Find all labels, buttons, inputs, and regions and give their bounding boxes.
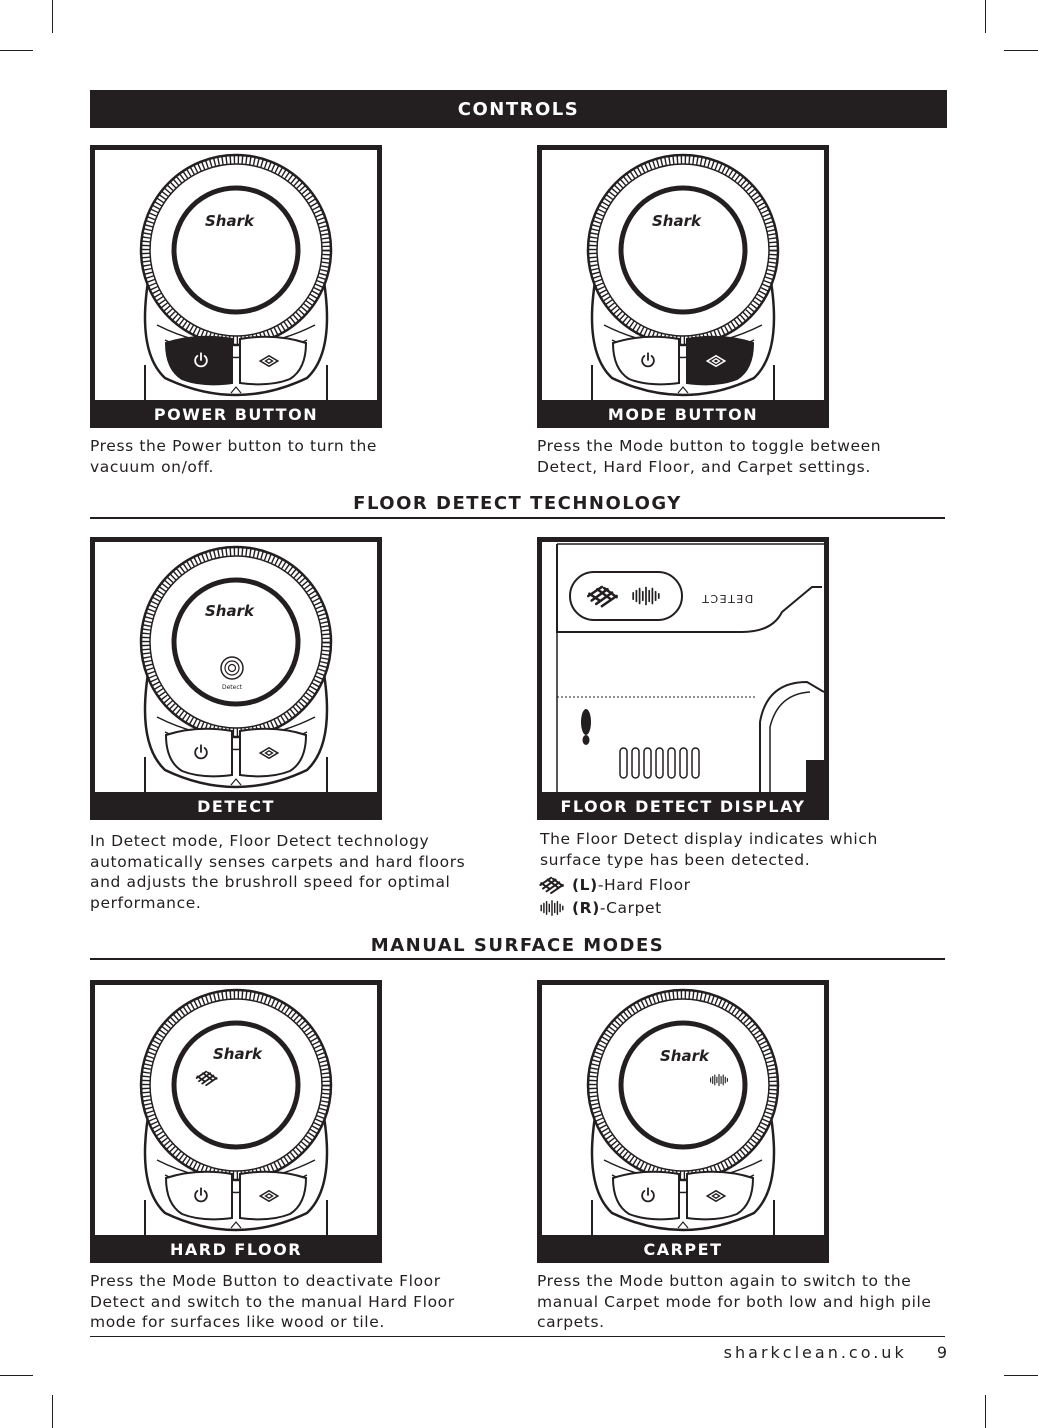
carpet-icon bbox=[538, 899, 566, 917]
crop-mark bbox=[0, 1375, 33, 1376]
manual-modes-section-title: MANUAL SURFACE MODES bbox=[370, 935, 665, 956]
crop-mark bbox=[0, 50, 33, 51]
crop-mark bbox=[1004, 1375, 1038, 1376]
detect-indicator-label: Detect bbox=[222, 684, 243, 691]
vacuum-head-illustration: Shark bbox=[542, 150, 824, 400]
crop-mark bbox=[52, 1395, 53, 1428]
detect-indicator-icon bbox=[220, 656, 244, 680]
floor-detect-section-title: FLOOR DETECT TECHNOLOGY bbox=[353, 493, 682, 514]
mode-button-graphic bbox=[686, 1170, 754, 1221]
brand-logo: Shark bbox=[205, 602, 255, 620]
hard-floor-panel: Shark HARD FLOOR bbox=[90, 980, 382, 1263]
controls-section-title: CONTROLS bbox=[90, 90, 947, 128]
power-button-description: Press the Power button to turn the vacuu… bbox=[90, 437, 378, 476]
power-button-caption: POWER BUTTON bbox=[153, 404, 319, 424]
legend-hard-floor-code: (L) bbox=[572, 876, 598, 894]
brand-logo: Shark bbox=[660, 1047, 710, 1065]
floor-detect-display-caption: FLOOR DETECT DISPLAY bbox=[560, 796, 806, 816]
crop-mark bbox=[985, 0, 986, 33]
power-button-graphic bbox=[165, 727, 233, 778]
page-footer: sharkclean.co.uk 9 bbox=[724, 1343, 948, 1362]
legend-carpet-label: -Carpet bbox=[599, 899, 662, 917]
mode-button-graphic bbox=[239, 1170, 307, 1221]
footprint-icon bbox=[581, 709, 591, 745]
legend-hard-floor: (L) -Hard Floor bbox=[538, 876, 691, 894]
carpet-caption: CARPET bbox=[643, 1239, 723, 1259]
page-number: 9 bbox=[936, 1343, 948, 1362]
brand-logo: Shark bbox=[205, 212, 255, 230]
crop-mark bbox=[1004, 50, 1038, 51]
mode-button-graphic bbox=[686, 335, 754, 386]
vacuum-head-illustration: Shark Detect bbox=[95, 542, 377, 792]
mode-button-caption: MODE BUTTON bbox=[607, 404, 759, 424]
section-divider bbox=[90, 517, 945, 519]
footer-site: sharkclean.co.uk bbox=[723, 1343, 907, 1362]
mode-button-graphic bbox=[239, 727, 307, 778]
mode-button-description: Press the Mode button to toggle between … bbox=[537, 437, 882, 476]
floor-detect-display-panel: DETECT FLOOR DETECT DISPL bbox=[537, 537, 829, 820]
power-button-graphic bbox=[612, 1170, 680, 1221]
detect-panel: Shark Detect DETECT bbox=[90, 537, 382, 820]
detect-caption: DETECT bbox=[197, 796, 275, 816]
legend-carpet-code: (R) bbox=[572, 899, 600, 917]
floor-detect-display-description: The Floor Detect display indicates which… bbox=[540, 830, 878, 869]
legend-carpet: (R) -Carpet bbox=[538, 899, 662, 917]
legend-hard-floor-label: -Hard Floor bbox=[597, 876, 691, 894]
vacuum-head-illustration: Shark bbox=[95, 985, 377, 1235]
hard-floor-caption: HARD FLOOR bbox=[169, 1239, 303, 1259]
power-button-graphic bbox=[165, 335, 233, 386]
power-button-panel: Shark POWER BUTTON bbox=[90, 145, 382, 428]
brand-logo: Shark bbox=[652, 212, 702, 230]
carpet-description: Press the Mode button again to switch to… bbox=[537, 1272, 932, 1331]
crop-mark bbox=[52, 0, 53, 33]
display-detect-label: DETECT bbox=[701, 592, 754, 605]
carpet-panel: Shark CARPET bbox=[537, 980, 829, 1263]
brand-logo: Shark bbox=[213, 1045, 263, 1063]
vacuum-head-illustration: Shark bbox=[542, 985, 824, 1235]
section-divider bbox=[90, 958, 945, 960]
power-button-graphic bbox=[612, 335, 680, 386]
vent-slots bbox=[619, 747, 700, 779]
crop-mark bbox=[985, 1395, 986, 1428]
mode-button-panel: Shark MODE BUTTON bbox=[537, 145, 829, 428]
hard-floor-icon bbox=[538, 876, 566, 894]
vacuum-head-illustration: Shark bbox=[95, 150, 377, 400]
hard-floor-description: Press the Mode Button to deactivate Floo… bbox=[90, 1272, 455, 1331]
power-button-graphic bbox=[165, 1170, 233, 1221]
mode-button-graphic bbox=[239, 335, 307, 386]
floor-detect-display-illustration: DETECT bbox=[556, 543, 824, 792]
footer-divider bbox=[90, 1336, 945, 1337]
detect-description: In Detect mode, Floor Detect technology … bbox=[90, 832, 466, 912]
